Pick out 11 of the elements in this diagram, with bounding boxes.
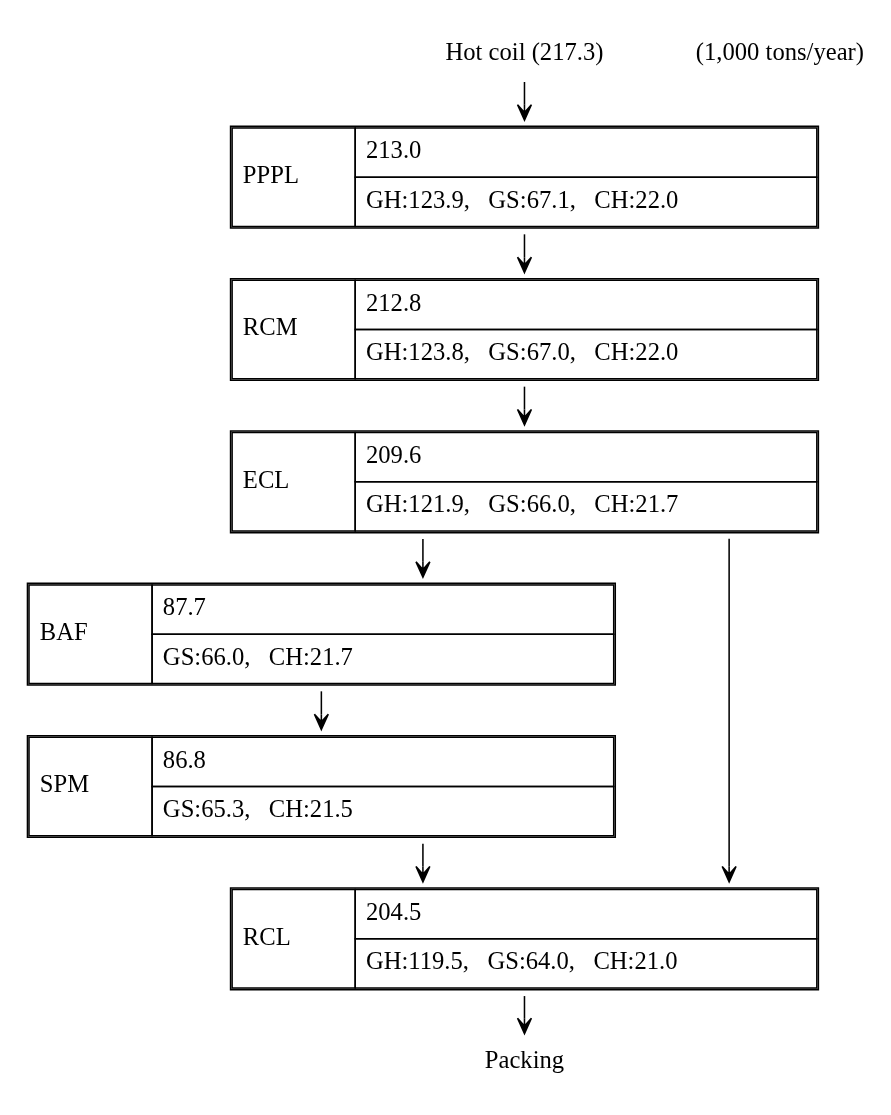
arrow — [516, 385, 532, 426]
arrow — [516, 233, 532, 273]
arrow — [414, 537, 431, 578]
arrow — [414, 842, 431, 883]
arrow — [313, 690, 329, 730]
arrow — [720, 537, 737, 883]
arrow — [516, 80, 532, 121]
arrow — [516, 994, 532, 1034]
node-text: Hot coil (217.3) — [445, 37, 603, 65]
label: (1,000 tons/year) — [695, 37, 864, 65]
node-text: Packing — [484, 1045, 564, 1073]
